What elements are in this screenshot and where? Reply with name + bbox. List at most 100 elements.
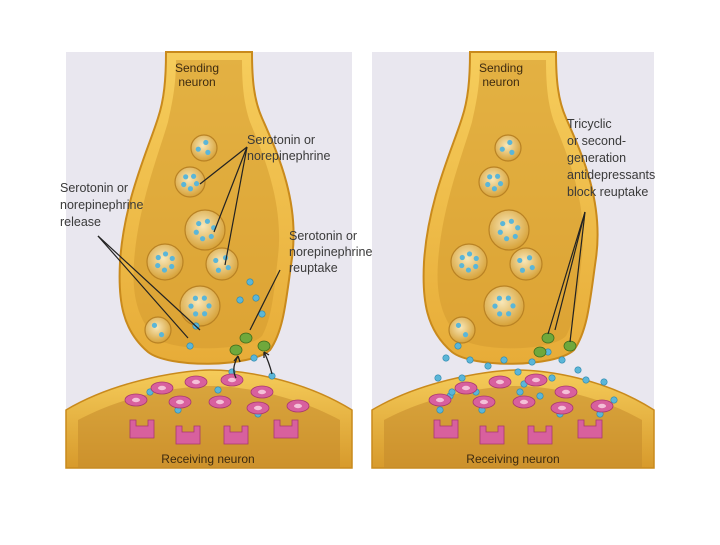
molecule-dot <box>485 181 491 188</box>
molecule-dot <box>510 303 516 309</box>
callout-antidepressant-label: or second- <box>567 134 626 148</box>
receiving-neuron-interior <box>78 386 340 468</box>
molecule-dot <box>491 186 498 192</box>
synaptic-vesicles <box>448 134 543 344</box>
receptor-protein <box>527 425 553 445</box>
molecule-dot <box>462 332 469 338</box>
receptor-pore <box>480 399 488 405</box>
molecule-dot <box>515 225 521 231</box>
callout-reuptake-label: reuptake <box>289 261 338 275</box>
molecule-dot <box>193 311 199 317</box>
receiving-neuron-label: Receiving neuron <box>161 452 254 466</box>
molecule-dot <box>526 255 533 261</box>
molecule-dot <box>236 296 244 304</box>
molecule-dot <box>459 262 465 269</box>
receptor-pore <box>462 385 470 391</box>
molecule-dot <box>187 186 194 192</box>
molecule-dot <box>252 294 260 302</box>
receptor-pore <box>520 399 528 405</box>
molecule-dot <box>466 356 474 364</box>
molecule-dot <box>213 257 219 264</box>
receptor-pore <box>254 405 262 411</box>
molecule-dot <box>500 356 508 364</box>
sending-neuron-label: neuron <box>178 75 215 89</box>
vesicle <box>184 209 226 251</box>
callout-line <box>97 235 189 339</box>
callout-line <box>569 211 586 343</box>
callout-release-label: norepinephrine <box>60 198 143 212</box>
receptor-pore <box>294 403 302 409</box>
molecule-dot <box>436 406 444 414</box>
molecule-dot <box>459 254 465 261</box>
callout-line <box>213 146 248 233</box>
vesicle <box>146 243 184 281</box>
molecule-dot <box>169 263 175 270</box>
sending-neuron-label: neuron <box>482 75 519 89</box>
callout-antidepressant-label: generation <box>567 151 626 165</box>
vesicle <box>483 285 525 327</box>
molecule-dot <box>203 139 209 146</box>
receptor-pore <box>132 397 140 403</box>
callout-line <box>224 146 248 266</box>
molecule-dot <box>497 181 504 187</box>
molecule-dot <box>487 174 493 180</box>
molecule-dot <box>202 311 208 317</box>
molecule-dot <box>155 254 161 261</box>
molecule-dot <box>205 149 211 155</box>
molecule-dot <box>497 229 503 235</box>
molecule-dot <box>225 264 231 271</box>
molecule-dot <box>473 263 479 270</box>
molecule-dot <box>512 233 518 240</box>
callout-antidepressant-label: antidepressants <box>567 168 655 182</box>
postsynaptic-receptors <box>124 373 310 445</box>
receptor-pore <box>436 397 444 403</box>
postsynaptic-receptors <box>428 373 614 445</box>
molecule-dot <box>517 257 523 264</box>
receptor-pore <box>558 405 566 411</box>
molecule-dot <box>484 362 492 370</box>
molecule-dot <box>201 295 207 301</box>
molecule-dot <box>458 374 466 382</box>
molecule-dot <box>514 368 522 376</box>
receptor-pore <box>176 399 184 405</box>
callout-line <box>554 211 586 331</box>
receptor-pore <box>258 389 266 395</box>
molecule-dot <box>473 255 479 262</box>
vesicle <box>190 134 218 162</box>
molecule-dot <box>434 374 442 382</box>
receptor-protein <box>175 425 201 445</box>
molecule-dot <box>196 220 202 227</box>
molecule-dot <box>528 358 536 366</box>
molecule-dot <box>509 149 515 155</box>
receiving-neuron-interior <box>384 386 642 468</box>
callout-line <box>547 211 586 335</box>
receptor-protein <box>433 419 459 439</box>
vesicle <box>450 243 488 281</box>
molecule-dot <box>215 267 222 273</box>
molecule-dot <box>455 322 462 328</box>
vesicle <box>448 316 476 344</box>
vesicle <box>205 247 239 281</box>
receptor-protein <box>129 419 155 439</box>
receptor-pore <box>598 403 606 409</box>
molecule-dot <box>204 218 211 224</box>
molecule-dot <box>186 342 194 350</box>
molecule-dot <box>503 236 510 242</box>
molecule-dot <box>151 322 158 328</box>
molecule-dot <box>158 332 165 338</box>
transporter <box>229 344 243 356</box>
molecule-dot <box>250 354 258 362</box>
vesicle <box>144 316 172 344</box>
receptor-pore <box>562 389 570 395</box>
callout-antidepressant-label: block reuptake <box>567 185 648 199</box>
molecule-dot <box>516 388 524 396</box>
molecule-dot <box>465 267 472 273</box>
molecule-dot <box>448 388 456 396</box>
molecule-dot <box>610 396 618 404</box>
molecule-dot <box>600 378 608 386</box>
molecule-dot <box>169 255 175 262</box>
molecule-dot <box>246 278 254 286</box>
molecule-dot <box>161 267 168 273</box>
